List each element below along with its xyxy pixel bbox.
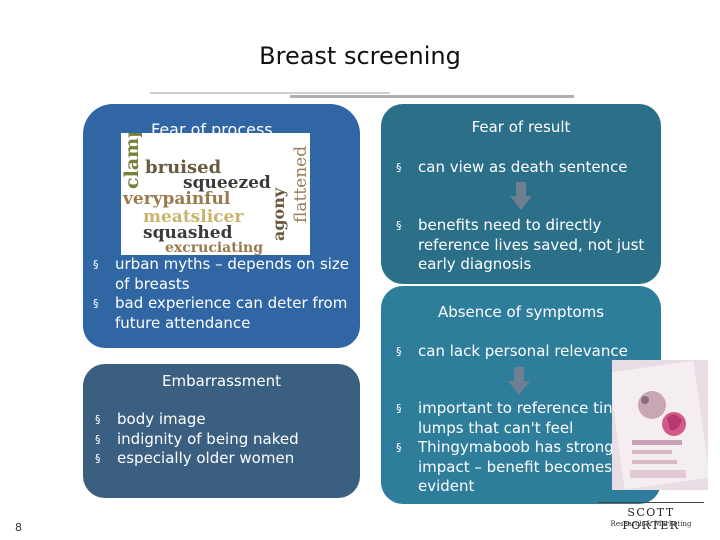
down-arrow-icon — [510, 182, 532, 210]
bullet-marker: § — [95, 449, 101, 469]
list-item: §benefits need to directly reference liv… — [396, 216, 656, 275]
list-item: §Thingymaboob has strong impact – benefi… — [396, 438, 634, 497]
embarrassment-card: Embarrassment §body image §indignity of … — [83, 364, 360, 498]
word-cloud-image: clamp flattened bruised squeezed verypai… — [121, 133, 310, 255]
slide-title: Breast screening — [0, 42, 720, 70]
bullet-marker: § — [396, 342, 402, 362]
thingymaboob-leaflet-image — [612, 360, 708, 490]
title-rule — [150, 92, 390, 94]
logo-tagline: Research & Marketing — [598, 520, 704, 528]
list-item: §can lack personal relevance — [396, 342, 656, 362]
list-item: §bad experience can deter from future at… — [93, 294, 351, 333]
absence-list-bottom: §important to reference tiny lumps that … — [396, 399, 634, 497]
absence-of-symptoms-heading: Absence of symptoms — [381, 303, 661, 321]
list-item: §especially older women — [95, 449, 350, 469]
list-item: §can view as death sentence — [396, 158, 656, 178]
bullet-marker: § — [396, 158, 402, 178]
logo-name: SCOTT PORTER — [598, 506, 704, 532]
word-verypainful: verypainful — [123, 191, 230, 208]
fear-of-result-card: Fear of result §can view as death senten… — [381, 104, 661, 284]
fear-of-result-heading: Fear of result — [381, 118, 661, 136]
bullet-marker: § — [396, 399, 402, 419]
word-excruciating: excruciating — [165, 241, 263, 255]
bullet-marker: § — [95, 430, 101, 450]
bullet-marker: § — [95, 410, 101, 430]
bullet-marker: § — [93, 294, 99, 314]
bullet-marker: § — [396, 438, 402, 458]
title-rule-accent — [290, 95, 574, 98]
list-item: §urban myths – depends on size of breast… — [93, 255, 351, 294]
word-flattened: flattened — [293, 146, 310, 223]
bullet-marker: § — [396, 216, 402, 236]
fear-of-result-list-top: §can view as death sentence — [396, 158, 656, 178]
fear-of-result-list-bottom: §benefits need to directly reference liv… — [396, 216, 656, 275]
word-agony: agony — [271, 188, 287, 241]
embarrassment-list: §body image §indignity of being naked §e… — [95, 410, 350, 469]
embarrassment-heading: Embarrassment — [83, 372, 360, 390]
fear-of-process-list: §urban myths – depends on size of breast… — [93, 255, 351, 333]
list-item: §body image — [95, 410, 350, 430]
down-arrow-icon — [508, 367, 530, 395]
page-number: 8 — [15, 521, 22, 534]
logo-rule — [598, 502, 704, 503]
list-item: §important to reference tiny lumps that … — [396, 399, 634, 438]
word-clamp: clamp — [123, 133, 142, 189]
absence-list-top: §can lack personal relevance — [396, 342, 656, 362]
bullet-marker: § — [93, 255, 99, 275]
list-item: §indignity of being naked — [95, 430, 350, 450]
